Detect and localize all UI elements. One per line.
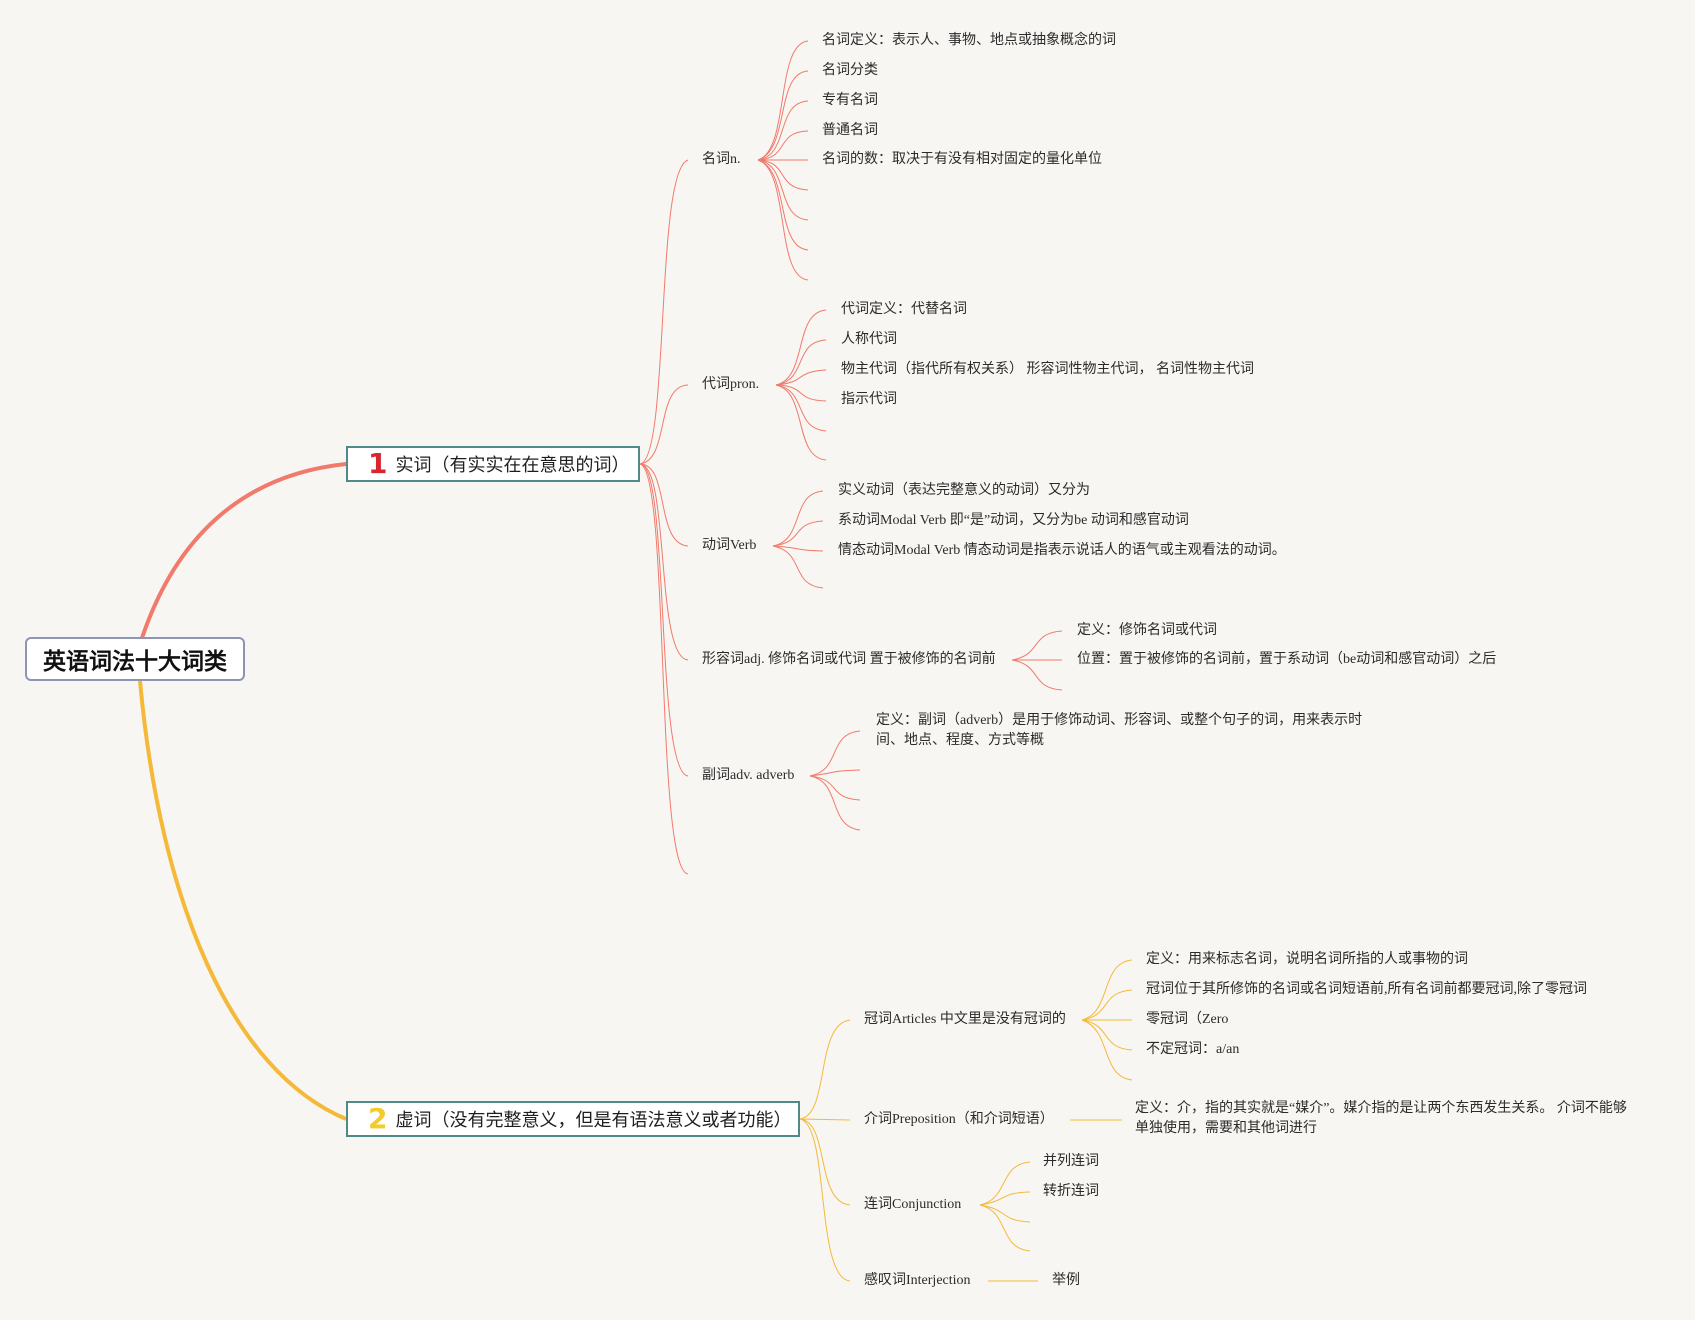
subtopic-interjection[interactable]: 感叹词Interjection xyxy=(864,1273,971,1288)
subtopic-verb[interactable]: 动词Verb xyxy=(702,538,757,553)
noun-leaf-connectors xyxy=(757,40,809,281)
topic-number-2-badge: 2 xyxy=(368,1102,388,1135)
noun-item[interactable]: 名词的数：取决于有没有相对固定的量化单位 xyxy=(822,152,1102,167)
main-topic-label: 虚词（没有完整意义，但是有语法意义或者功能） xyxy=(395,1110,792,1131)
noun-item[interactable]: 普通名词 xyxy=(822,123,878,138)
adjective-item[interactable]: 位置：置于被修饰的名词前，置于系动词（be动词和感官动词）之后 xyxy=(1077,652,1497,667)
subtopic-preposition[interactable]: 介词Preposition（和介词短语） xyxy=(864,1112,1054,1127)
conjunction-leaf-connectors xyxy=(979,1161,1031,1252)
root-topic-label: 英语词法十大词类 xyxy=(43,649,227,675)
conjunction-item[interactable]: 并列连词 xyxy=(1043,1154,1099,1169)
branch2-category-connectors xyxy=(799,1019,851,1282)
subtopic-article[interactable]: 冠词Articles 中文里是没有冠词的 xyxy=(864,1012,1066,1027)
article-item[interactable]: 冠词位于其所修饰的名词或名词短语前,所有名词前都要冠词,除了零冠词 xyxy=(1146,982,1587,997)
topic-number-1-badge: 1 xyxy=(368,447,388,480)
subtopic-adverb[interactable]: 副词adv. adverb xyxy=(702,768,795,783)
noun-item[interactable]: 名词分类 xyxy=(822,63,878,78)
root-to-branch1-connector xyxy=(140,462,347,639)
root-topic[interactable]: 英语词法十大词类 xyxy=(25,637,245,681)
subtopic-pronoun[interactable]: 代词pron. xyxy=(702,377,760,392)
subtopic-noun[interactable]: 名词n. xyxy=(702,152,741,167)
article-leaf-connectors xyxy=(1081,959,1133,1081)
adjective-item[interactable]: 定义：修饰名词或代词 xyxy=(1077,623,1217,638)
main-topic-label: 实词（有实实在在意思的词） xyxy=(395,455,630,476)
subtopic-adjective[interactable]: 形容词adj. 修饰名词或代词 置于被修饰的名词前 xyxy=(702,652,996,667)
adjective-leaf-connectors xyxy=(1011,630,1063,691)
pronoun-item[interactable]: 代词定义：代替名词 xyxy=(841,302,967,317)
noun-item[interactable]: 名词定义：表示人、事物、地点或抽象概念的词 xyxy=(822,33,1116,48)
conjunction-item[interactable]: 转折连词 xyxy=(1043,1184,1099,1199)
verb-leaf-connectors xyxy=(772,490,824,589)
article-item[interactable]: 零冠词（Zero xyxy=(1146,1012,1229,1027)
main-topic-content-words[interactable]: 1 实词（有实实在在意思的词） xyxy=(346,446,640,482)
adverb-leaf-connectors xyxy=(809,730,861,831)
noun-item[interactable]: 专有名词 xyxy=(822,93,878,108)
preposition-item[interactable]: 定义：介，指的其实就是“媒介”。媒介指的是让两个东西发生关系。 介词不能够单独使… xyxy=(1135,1101,1627,1136)
verb-item[interactable]: 情态动词Modal Verb 情态动词是指表示说话人的语气或主观看法的动词。 xyxy=(838,543,1286,558)
verb-item[interactable]: 实义动词（表达完整意义的动词）又分为 xyxy=(838,483,1090,498)
main-topic-function-words[interactable]: 2 虚词（没有完整意义，但是有语法意义或者功能） xyxy=(346,1101,800,1137)
root-to-branch2-connector xyxy=(138,680,347,1121)
article-item[interactable]: 定义：用来标志名词，说明名词所指的人或事物的词 xyxy=(1146,952,1468,967)
interjection-item[interactable]: 举例 xyxy=(1052,1273,1080,1288)
verb-item[interactable]: 系动词Modal Verb 即“是”动词，又分为be 动词和感官动词 xyxy=(838,513,1189,528)
pronoun-item[interactable]: 物主代词（指代所有权关系） 形容词性物主代词， 名词性物主代词 xyxy=(841,362,1254,377)
pronoun-item[interactable]: 人称代词 xyxy=(841,332,897,347)
pronoun-leaf-connectors xyxy=(775,309,827,461)
pronoun-item[interactable]: 指示代词 xyxy=(841,392,897,407)
subtopic-conjunction[interactable]: 连词Conjunction xyxy=(864,1197,962,1212)
article-item[interactable]: 不定冠词：a/an xyxy=(1146,1042,1240,1057)
adverb-item[interactable]: 定义：副词（adverb）是用于修饰动词、形容词、或整个句子的词，用来表示时间、… xyxy=(876,713,1363,748)
branch1-category-connectors xyxy=(639,159,689,875)
